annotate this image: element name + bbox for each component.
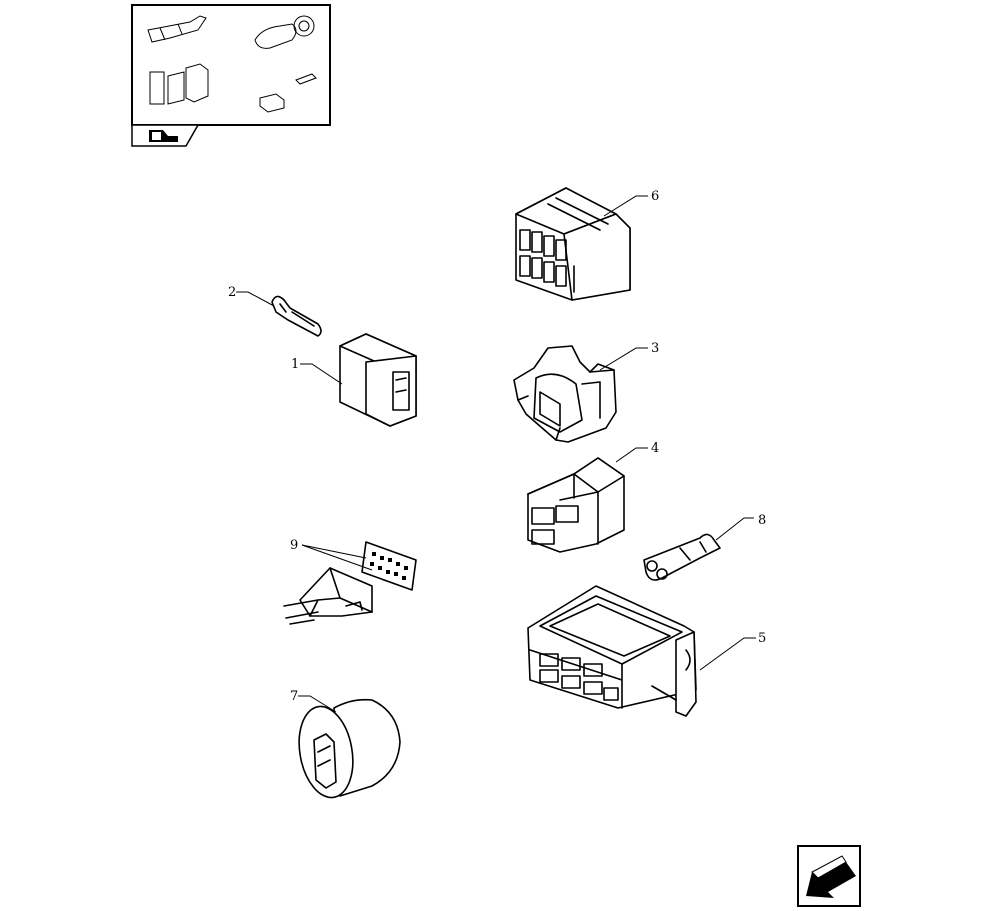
part-9-cable-connector <box>283 541 417 625</box>
callout-2: 2 <box>228 285 236 300</box>
callout-6: 6 <box>651 189 659 204</box>
part-6-connector-housing <box>515 187 631 301</box>
part-1-housing-block <box>339 333 417 427</box>
callout-8: 8 <box>758 513 766 528</box>
callout-3: 3 <box>651 341 659 356</box>
part-8-terminal <box>643 533 721 581</box>
callout-9: 9 <box>290 538 298 553</box>
book-icon <box>149 130 178 142</box>
part-5-large-housing <box>527 585 697 717</box>
back-arrow-button[interactable] <box>797 845 861 907</box>
callout-7: 7 <box>290 689 298 704</box>
part-2-terminal <box>271 295 322 337</box>
overview-thumbnail[interactable] <box>131 4 331 147</box>
part-4-two-way-housing <box>527 457 625 553</box>
part-7-round-connector <box>298 698 401 799</box>
back-arrow-icon <box>806 855 856 898</box>
callout-1: 1 <box>291 357 299 372</box>
part-3-socket <box>513 345 617 443</box>
callout-5: 5 <box>758 631 766 646</box>
callout-labels: 1 2 3 4 5 6 7 8 9 <box>228 189 766 704</box>
callout-4: 4 <box>651 441 659 456</box>
